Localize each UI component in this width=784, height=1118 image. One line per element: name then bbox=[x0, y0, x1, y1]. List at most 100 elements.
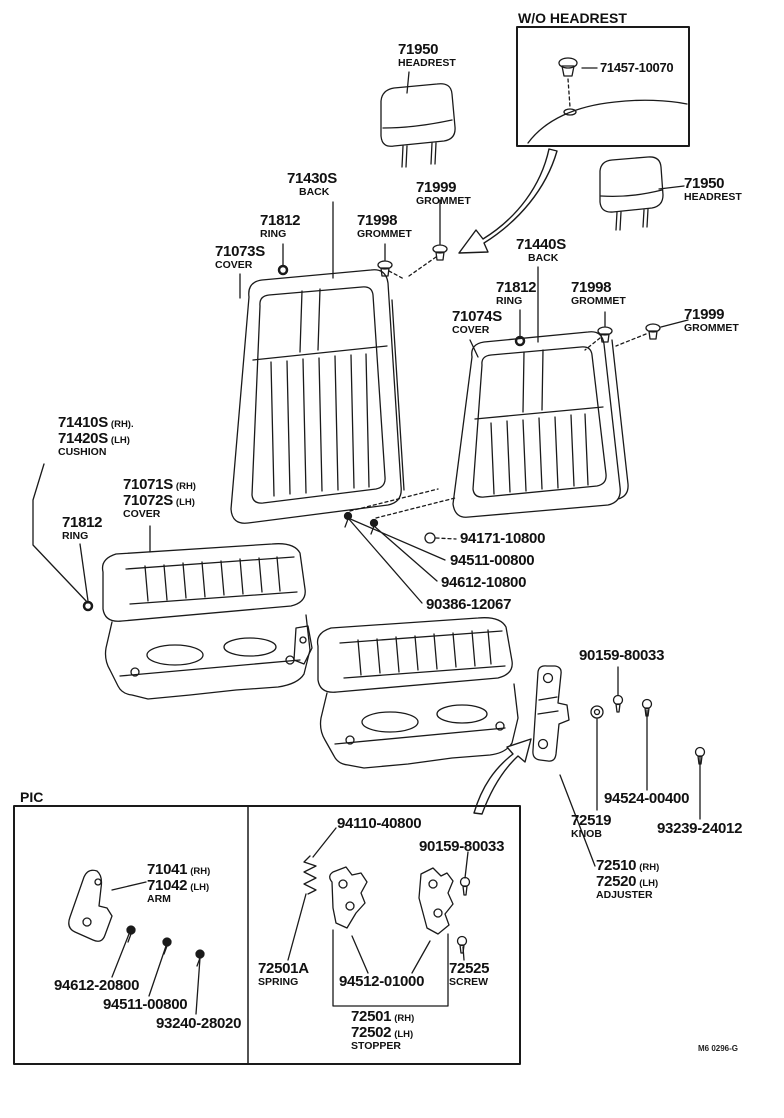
part-number: 71812 bbox=[62, 514, 103, 531]
label-71457-10070: 71457-10070 bbox=[600, 60, 674, 75]
part-name: ADJUSTER bbox=[596, 889, 653, 902]
part-number: 71950 bbox=[398, 41, 439, 58]
label-stopper: 72501 (RH) 72502 (LH) STOPPER bbox=[351, 1008, 415, 1053]
part-number: 94612-10800 bbox=[441, 574, 527, 591]
part-number: 94110-40800 bbox=[337, 815, 422, 832]
part-number: 71042 bbox=[147, 877, 188, 895]
cushion-left-drawing bbox=[101, 543, 313, 700]
label-94511-00800-pic: 94511-00800 bbox=[103, 996, 188, 1013]
seat-back-right-drawing bbox=[452, 331, 629, 518]
label-cover-back-right: 71074S COVER bbox=[452, 308, 502, 337]
side-suffix: (RH) bbox=[639, 862, 660, 873]
part-number: 71999 bbox=[684, 306, 725, 323]
part-number: 72519 bbox=[571, 812, 612, 829]
part-number: 72502 bbox=[351, 1024, 392, 1042]
label-grommet-right-outer: 71999 GROMMET bbox=[684, 306, 739, 335]
part-name: COVER bbox=[452, 324, 490, 337]
part-number: 94511-00800 bbox=[450, 552, 535, 569]
part-row: 72520 (LH) bbox=[596, 873, 659, 891]
pic-box-title: PIC bbox=[20, 789, 44, 805]
part-number: 71420S bbox=[58, 430, 108, 448]
side-suffix: (LH) bbox=[110, 435, 130, 447]
side-suffix: (RH) bbox=[394, 1013, 415, 1024]
part-number: 90159-80033 bbox=[579, 647, 665, 664]
pic-box-art bbox=[13, 805, 521, 1065]
part-name: COVER bbox=[215, 259, 253, 272]
part-row: 71072S (LH) bbox=[123, 492, 196, 510]
label-94171-10800: 94171-10800 bbox=[460, 530, 546, 547]
headrest-right-drawing bbox=[599, 156, 664, 231]
part-number: 71812 bbox=[496, 279, 537, 296]
side-suffix: (RH) bbox=[175, 481, 196, 492]
label-grommet-back-right: 71998 GROMMET bbox=[571, 279, 626, 308]
part-name: BACK bbox=[528, 252, 559, 265]
part-number: 71073S bbox=[215, 243, 265, 260]
part-name: STOPPER bbox=[351, 1040, 401, 1053]
part-number: 94512-01000 bbox=[339, 973, 425, 990]
part-number: 71950 bbox=[684, 175, 725, 192]
part-number: 72520 bbox=[596, 873, 637, 891]
label-94524-00400: 94524-00400 bbox=[604, 790, 690, 807]
label-back-right: 71440S BACK bbox=[516, 236, 566, 265]
part-number: 72510 bbox=[596, 857, 637, 874]
side-suffix: (LH) bbox=[190, 882, 210, 894]
part-number: 71440S bbox=[516, 236, 566, 253]
part-row: 71420S (LH) bbox=[58, 430, 134, 448]
part-number: 90386-12067 bbox=[426, 596, 512, 613]
label-knob: 72519 KNOB bbox=[571, 812, 612, 841]
label-arm: 71041 (RH) 71042 (LH) ARM bbox=[147, 861, 211, 906]
label-94512-01000: 94512-01000 bbox=[339, 973, 425, 990]
label-90386-12067: 90386-12067 bbox=[426, 596, 512, 613]
label-back-left: 71430S BACK bbox=[287, 170, 337, 199]
part-number: 90159-80033 bbox=[419, 838, 505, 855]
side-suffix: (RH). bbox=[110, 419, 134, 430]
part-number: 94171-10800 bbox=[460, 530, 546, 547]
part-name: SPRING bbox=[258, 976, 299, 989]
label-94110-40800: 94110-40800 bbox=[337, 815, 422, 832]
part-number: 94511-00800 bbox=[103, 996, 188, 1013]
part-number: 71071S bbox=[123, 476, 173, 493]
part-name: COVER bbox=[123, 508, 161, 521]
part-name: SCREW bbox=[449, 976, 489, 989]
side-suffix: (LH) bbox=[175, 497, 195, 509]
part-name: GROMMET bbox=[416, 195, 471, 208]
part-number: 94612-20800 bbox=[54, 977, 140, 994]
label-94612-20800: 94612-20800 bbox=[54, 977, 140, 994]
label-ring-cushion: 71812 RING bbox=[62, 514, 103, 543]
label-headrest-top: 71950 HEADREST bbox=[398, 41, 456, 70]
curved-arrow-icon-bottom bbox=[473, 738, 532, 815]
part-number: 71457-10070 bbox=[600, 60, 674, 75]
label-screw: 72525 SCREW bbox=[449, 960, 490, 989]
label-adjuster: 72510 (RH) 72520 (LH) ADJUSTER bbox=[596, 857, 660, 902]
side-suffix: (LH) bbox=[394, 1029, 414, 1041]
curved-arrow-icon-top bbox=[458, 148, 558, 254]
part-number: 71999 bbox=[416, 179, 457, 196]
part-number: 93239-24012 bbox=[657, 820, 743, 837]
wo-headrest-box-art bbox=[516, 26, 690, 147]
seat-back-left-drawing bbox=[230, 269, 405, 524]
part-row: 72510 (RH) bbox=[596, 857, 660, 874]
part-name: RING bbox=[496, 295, 523, 308]
part-number: 71072S bbox=[123, 492, 173, 510]
part-number: 71998 bbox=[357, 212, 398, 229]
side-suffix: (LH) bbox=[639, 878, 659, 890]
part-name: HEADREST bbox=[684, 191, 742, 204]
part-name: RING bbox=[62, 530, 89, 543]
leader-lines bbox=[32, 71, 701, 867]
fastener-icons bbox=[82, 244, 661, 612]
part-number: 93240-28020 bbox=[156, 1015, 242, 1032]
label-spring: 72501A SPRING bbox=[258, 960, 309, 989]
part-number: 94524-00400 bbox=[604, 790, 690, 807]
headrest-left-drawing bbox=[380, 83, 456, 168]
side-suffix: (RH) bbox=[190, 866, 211, 877]
part-name: ARM bbox=[147, 893, 171, 906]
part-row: 71042 (LH) bbox=[147, 877, 210, 895]
part-name: CUSHION bbox=[58, 446, 107, 459]
part-name: GROMMET bbox=[684, 322, 739, 335]
part-row: 71041 (RH) bbox=[147, 861, 211, 878]
part-name: RING bbox=[260, 228, 287, 241]
part-name: GROMMET bbox=[357, 228, 412, 241]
part-number: 71430S bbox=[287, 170, 337, 187]
